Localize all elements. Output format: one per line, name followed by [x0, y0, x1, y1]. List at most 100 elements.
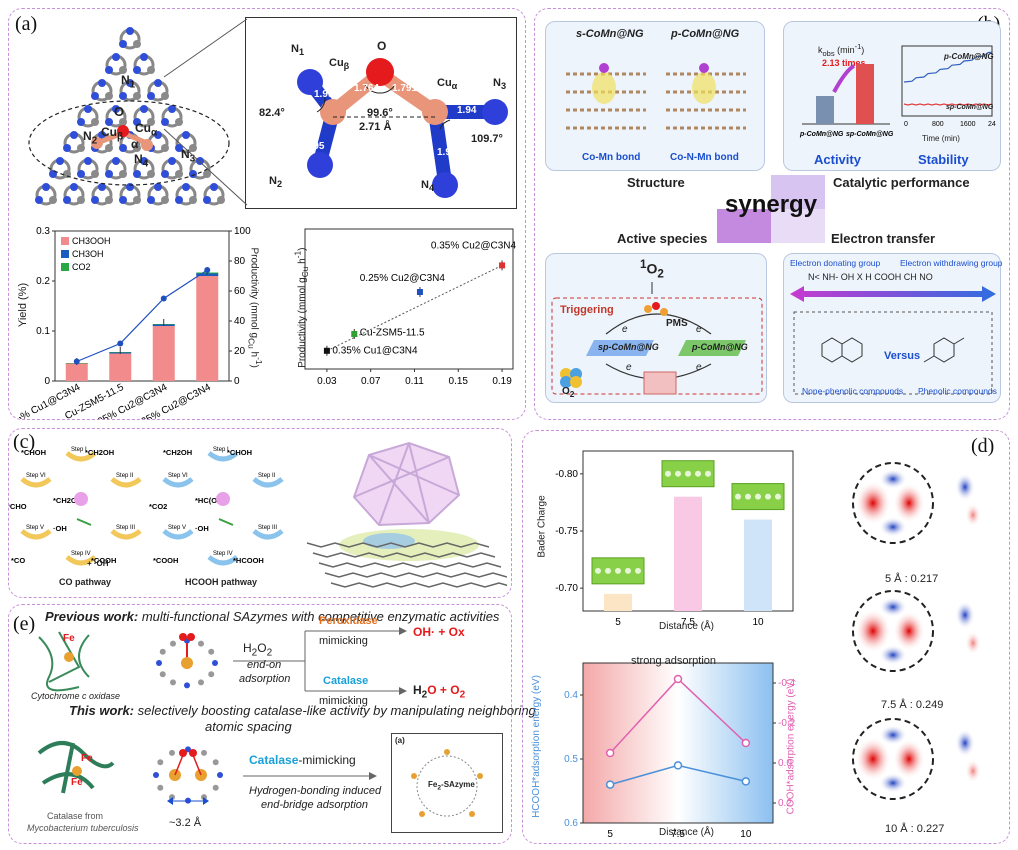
lattice-n [84, 157, 92, 165]
panel-a: (a) N1 N2 N3 N4 O Cuβ Cuα α [8, 8, 526, 420]
ring-atom [153, 772, 159, 778]
cycle-arrow [162, 477, 194, 488]
zoom-n2: N [269, 175, 277, 187]
oh-label: + ·OH [87, 559, 109, 568]
lattice-c [91, 170, 99, 178]
lattice-c [147, 170, 155, 178]
x-tick-label: 7.5 [681, 617, 695, 628]
ring-atom [169, 749, 175, 756]
ring-atom [156, 660, 162, 666]
versus-label: Versus [884, 350, 921, 362]
lattice-n [168, 157, 176, 165]
lattice-n [126, 183, 134, 191]
lattice-n [203, 196, 211, 204]
species-label: *COOH [153, 556, 178, 565]
lattice-n [119, 92, 127, 100]
species-label: *CHOH [227, 448, 252, 457]
bader-bar [744, 519, 772, 611]
slab-hole [675, 470, 681, 477]
species-label: *CHOH [21, 448, 46, 457]
lattice-c [133, 144, 141, 152]
map-label-7-5: 7.5 Å : 0.249 [881, 699, 944, 711]
plot-frame [54, 230, 230, 382]
red-lobe [965, 631, 981, 655]
lattice-n [168, 105, 176, 113]
lattice-n [91, 196, 99, 204]
bader-xlabel: Distance (Å) [659, 621, 715, 632]
species-label: *CH2OH [163, 448, 192, 457]
triggering-label: Triggering [560, 304, 614, 316]
y2-tick-label: -0.4 [778, 678, 796, 689]
mn-atom [699, 63, 709, 73]
kobs-bar-label: sp-CoMn@NG [846, 131, 894, 138]
end-on-label: end-on [247, 659, 282, 671]
single-atom-site [156, 633, 218, 689]
cycle-arrow [252, 529, 284, 540]
stability-label: Stability [918, 152, 969, 167]
lattice-c [161, 196, 169, 204]
p-stability-line [903, 51, 993, 83]
lattice-n [112, 53, 120, 61]
mimicking-2: mimicking [319, 695, 368, 707]
lattice-n [140, 157, 148, 165]
lattice-c [175, 118, 183, 126]
site-circle [852, 718, 934, 800]
this-work-line2: atomic spacing [205, 719, 292, 734]
blue-lobe [879, 645, 907, 665]
legend-swatch [61, 263, 69, 271]
increase-arrow [832, 64, 856, 93]
species-label: *CO2 [149, 502, 167, 511]
catalytic-heading: Catalytic performance [833, 175, 970, 190]
oh-ox-label: OH· + Ox [413, 625, 465, 639]
o2-label: O2 [562, 386, 575, 399]
lattice-n [112, 105, 120, 113]
adsorption-label: adsorption [239, 673, 291, 685]
ring-atom [198, 679, 204, 686]
lattice-c [203, 170, 211, 178]
catalase-structure [37, 741, 115, 794]
lattice-c [217, 196, 225, 204]
cluster-icon [216, 492, 230, 506]
point-label: 0.35% Cu2@C3N4 [431, 241, 517, 252]
phenolic-label: Phenolic compounds [918, 386, 997, 396]
lattice-n [189, 170, 197, 178]
red-lobe [855, 481, 891, 525]
blue-lobe [879, 597, 907, 617]
lattice-n [161, 118, 169, 126]
panel-d-label: (d) [971, 435, 995, 457]
lattice-n [126, 27, 134, 35]
blue-lobe [955, 601, 975, 629]
stab-frame [901, 45, 993, 117]
lattice-n [196, 157, 204, 165]
panel-e-label: (e) [13, 613, 36, 635]
slab-hole [705, 470, 711, 477]
mycobacterium-label: Mycobacterium tuberculosis [27, 823, 139, 833]
stab-p: p-CoMn@NG [944, 52, 994, 61]
branch-arrows [233, 627, 407, 695]
lattice-c [133, 92, 141, 100]
ring-atom [208, 671, 215, 678]
n2-label: N [83, 129, 92, 143]
b1791: 1.791 [392, 83, 418, 94]
graphene-row [318, 562, 502, 568]
step-label: Step I [213, 447, 229, 453]
cua-label: Cu [135, 121, 151, 135]
sp-comn-label: sp-CoMn@NG [598, 342, 659, 352]
slab-hole [595, 567, 601, 574]
cycle-arrow [110, 529, 142, 540]
strong-adsorption: strong adsorption [631, 655, 716, 667]
o-label: O [114, 104, 125, 119]
y-tick-label: 0 [44, 376, 50, 387]
lattice-n [70, 131, 78, 139]
lattice-n [119, 196, 127, 204]
graphene-row [306, 542, 490, 548]
surface-icon [218, 518, 234, 526]
inset-cycle: (a) Fe2-SAzyme [391, 733, 503, 833]
y-tick-label: 0.2 [36, 276, 50, 287]
kobs-bar-sp [856, 64, 874, 124]
lattice-n [70, 183, 78, 191]
productivity-point [73, 358, 80, 365]
